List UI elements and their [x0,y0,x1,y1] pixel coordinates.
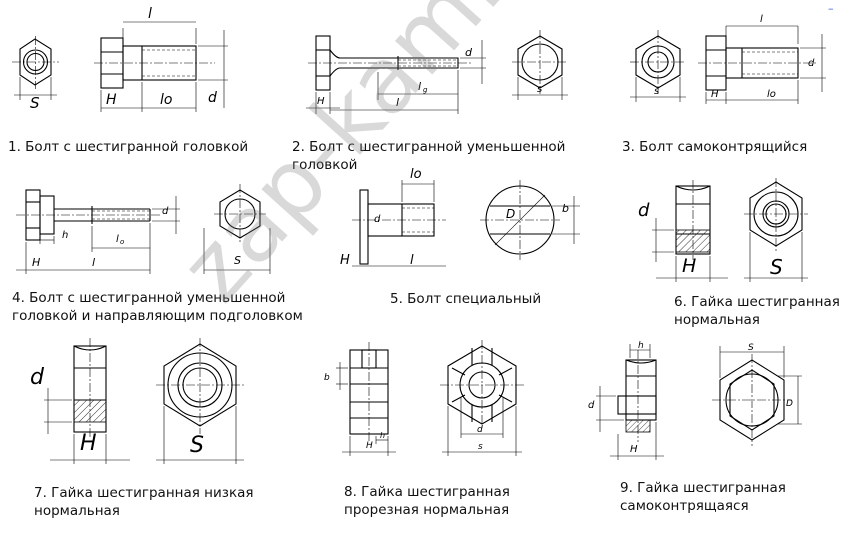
caption-9: 9. Гайка шестигранная самоконтрящаяся [620,480,786,514]
caption-8: 8. Гайка шестигранная прорезная нормальн… [344,484,510,518]
label-l: l [410,253,414,268]
label-D: D [786,399,793,409]
label-d: d [208,90,217,106]
label-d: d [638,200,650,221]
label-l: l [760,14,763,25]
label-H: H [366,441,373,451]
corner-mark: – [828,2,834,15]
label-H: H [711,89,719,100]
label-d: d [477,425,483,435]
label-d: d [374,214,381,225]
figure-5-special-bolt: lo d H l D b [340,167,580,268]
label-s: s [537,84,542,95]
label-lo: lo [767,89,776,100]
label-H: H [80,431,97,456]
label-D: D [506,207,515,221]
label-lo: lo [160,92,172,108]
caption-7: 7. Гайка шестигранная низкая нормальная [34,485,254,519]
label-b: b [324,373,330,383]
figure-1-bolt-hex-head: S l H lo d [12,6,228,112]
label-S: S [770,255,783,279]
label-s: s [654,86,659,97]
label-h: h [638,341,644,351]
figure-3-self-locking-bolt: s l H lo d [630,14,826,104]
label-H: H [106,92,117,108]
label-b: b [562,202,569,215]
label-d: d [808,58,815,69]
caption-6: 6. Гайка шестигранная нормальная [674,294,840,328]
caption-2: 2. Болт с шестигранной уменьшенной голов… [292,139,566,173]
figure-4-bolt-guide-subhead: h l o H l d S [16,184,271,274]
label-l: l [148,6,152,22]
label-d: d [588,400,595,411]
label-H: H [682,255,696,277]
figure-9-self-locking-nut: h d H S D [588,341,802,460]
label-l: l [92,256,95,269]
label-lg: l [418,80,421,93]
figure-2-bolt-reduced-head: H l g l d s [306,30,568,114]
figure-8-slotted-nut: b h H d s [324,340,524,456]
label-lo-sub: o [120,238,124,246]
label-H: H [32,256,40,269]
label-s: S [234,254,241,267]
label-d: d [30,365,45,390]
label-lg-sub: g [423,86,428,94]
figure-6-hex-nut: d H S [638,178,808,282]
caption-3: 3. Болт самоконтрящийся [622,139,808,155]
figure-7-hex-nut-low: d H S [30,338,244,464]
caption-4: 4. Болт с шестигранной уменьшенной голов… [12,290,303,324]
label-lo: lo [410,167,422,182]
label-s: s [478,442,483,452]
label-H: H [340,253,350,268]
label-d: d [162,206,169,217]
label-h: h [62,230,68,241]
label-H: H [630,444,638,455]
label-d: d [465,46,473,59]
label-S: S [190,433,204,458]
label-H: H [317,96,325,107]
label-s: S [30,94,40,112]
label-l: l [396,96,399,109]
caption-1: 1. Болт с шестигранной головкой [8,139,249,155]
label-S: S [748,343,754,353]
label-lo: l [116,234,119,245]
label-h: h [380,431,385,440]
caption-5: 5. Болт специальный [390,291,542,307]
